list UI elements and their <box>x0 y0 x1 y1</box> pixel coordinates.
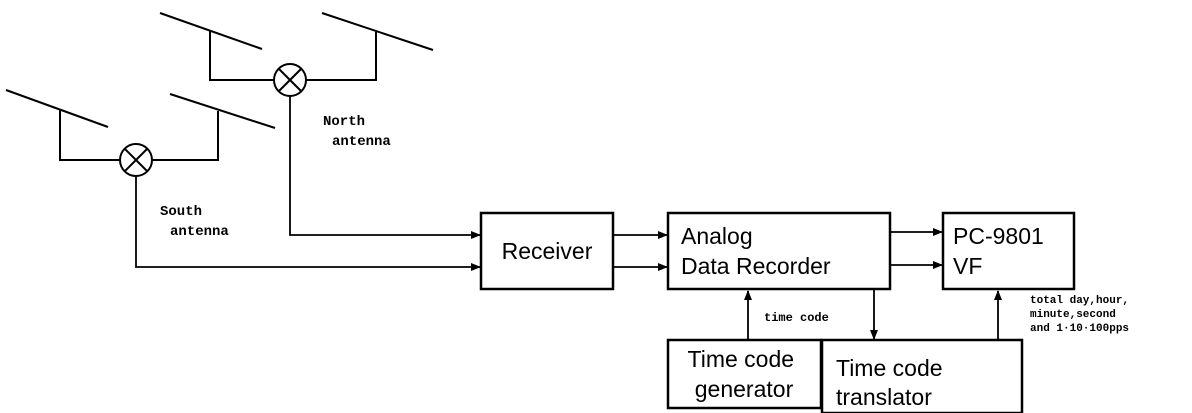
south-feed-line <box>135 176 481 271</box>
translator-label: Time code translator <box>836 355 949 410</box>
north-feed-line <box>289 96 481 239</box>
pc-block: PC-9801 VF <box>941 211 1076 291</box>
south-combiner-icon <box>119 143 153 177</box>
generator-label: Time code generator <box>688 346 801 402</box>
recorder-label: Analog Data Recorder <box>681 223 831 279</box>
recorder-block: Analog Data Recorder <box>666 211 892 291</box>
south-antenna-array <box>5 89 276 177</box>
north-antenna-array <box>159 12 434 97</box>
pc-label: PC-9801 VF <box>953 223 1050 279</box>
time-code-annotation: time code <box>764 311 829 325</box>
receiver-block: Receiver <box>479 211 615 291</box>
pc-input-annotation: total day,hour, minute,second and 1·10·1… <box>1030 295 1136 335</box>
south-antenna-label: South antenna <box>160 204 229 240</box>
generator-block: Time code generator <box>666 338 823 410</box>
receiver-label: Receiver <box>502 238 593 264</box>
translator-block: Time code translator <box>820 338 1024 413</box>
north-combiner-icon <box>273 63 307 97</box>
north-antenna-label: North antenna <box>323 114 391 150</box>
